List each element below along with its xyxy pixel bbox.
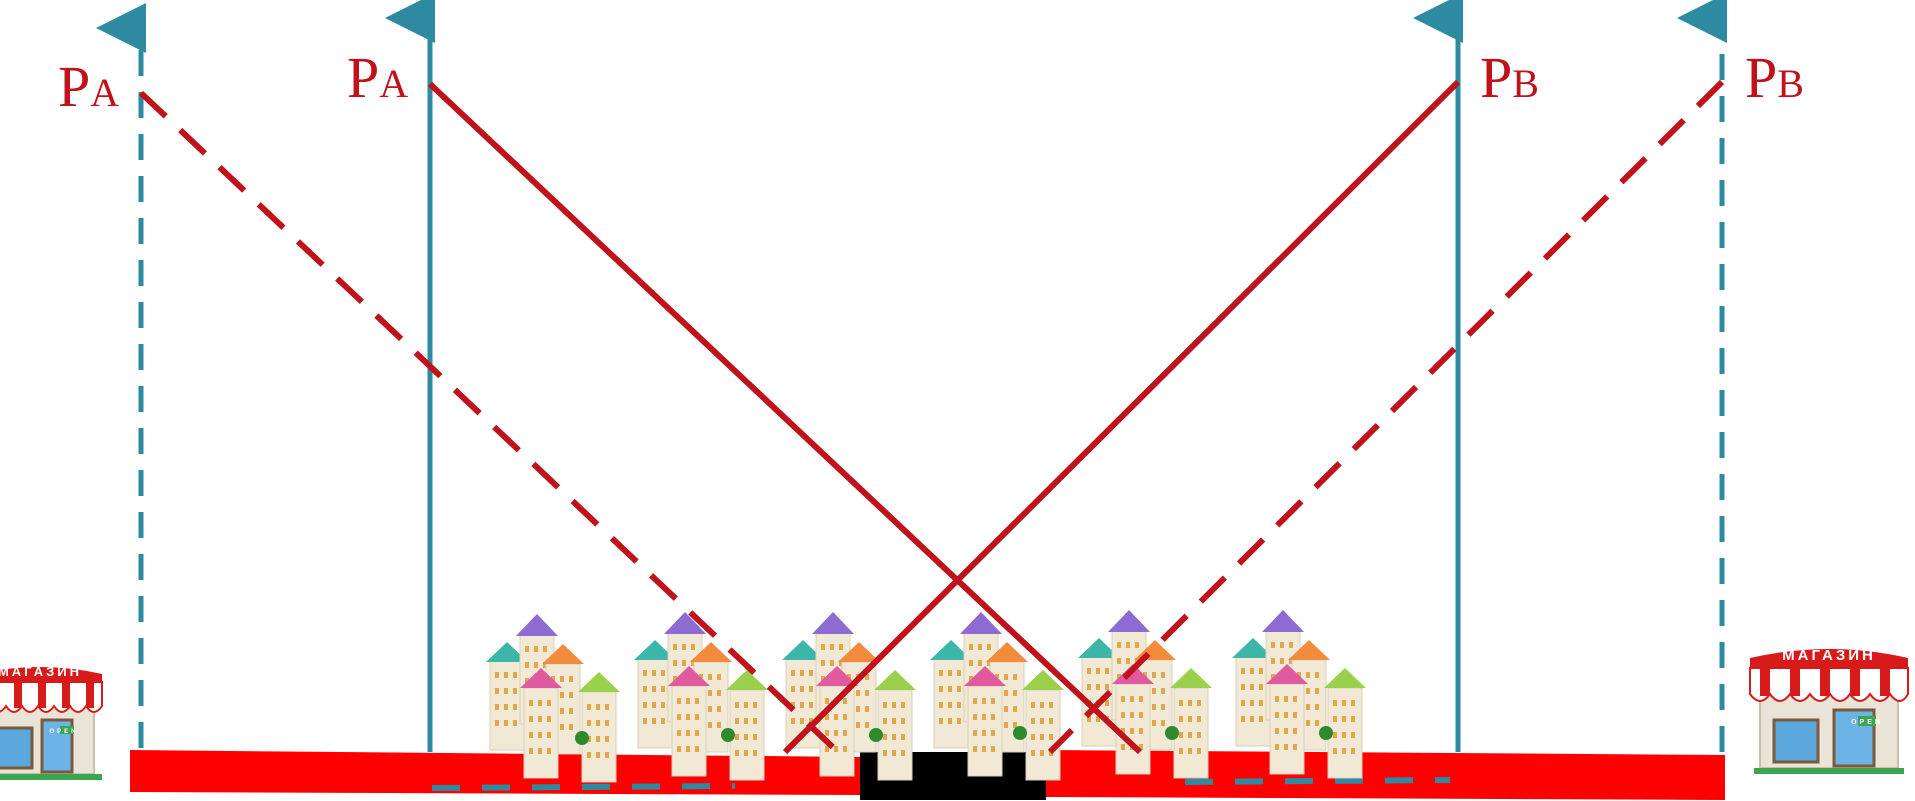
svg-text:OPEN: OPEN — [49, 729, 78, 735]
left-shop-sign: МАГАЗИН — [0, 664, 82, 679]
store-icon-left: OPEN МАГАЗИН — [0, 664, 102, 780]
label-pb-left: PB — [1480, 45, 1539, 110]
label-pb-right: PB — [1745, 45, 1804, 110]
svg-text:OPEN: OPEN — [1851, 719, 1883, 726]
road — [130, 750, 1725, 800]
city-block-2 — [634, 612, 768, 780]
price-axes — [141, 18, 1722, 752]
city-block-3 — [782, 612, 916, 780]
label-pa-right: PA — [347, 45, 408, 110]
price-lines — [141, 82, 1722, 752]
label-pa-left: PA — [58, 54, 119, 119]
price-line-a-dashed — [141, 93, 838, 752]
store-icon-right: OPEN МАГАЗИН — [1750, 647, 1908, 774]
right-shop-sign: МАГАЗИН — [1782, 647, 1876, 664]
